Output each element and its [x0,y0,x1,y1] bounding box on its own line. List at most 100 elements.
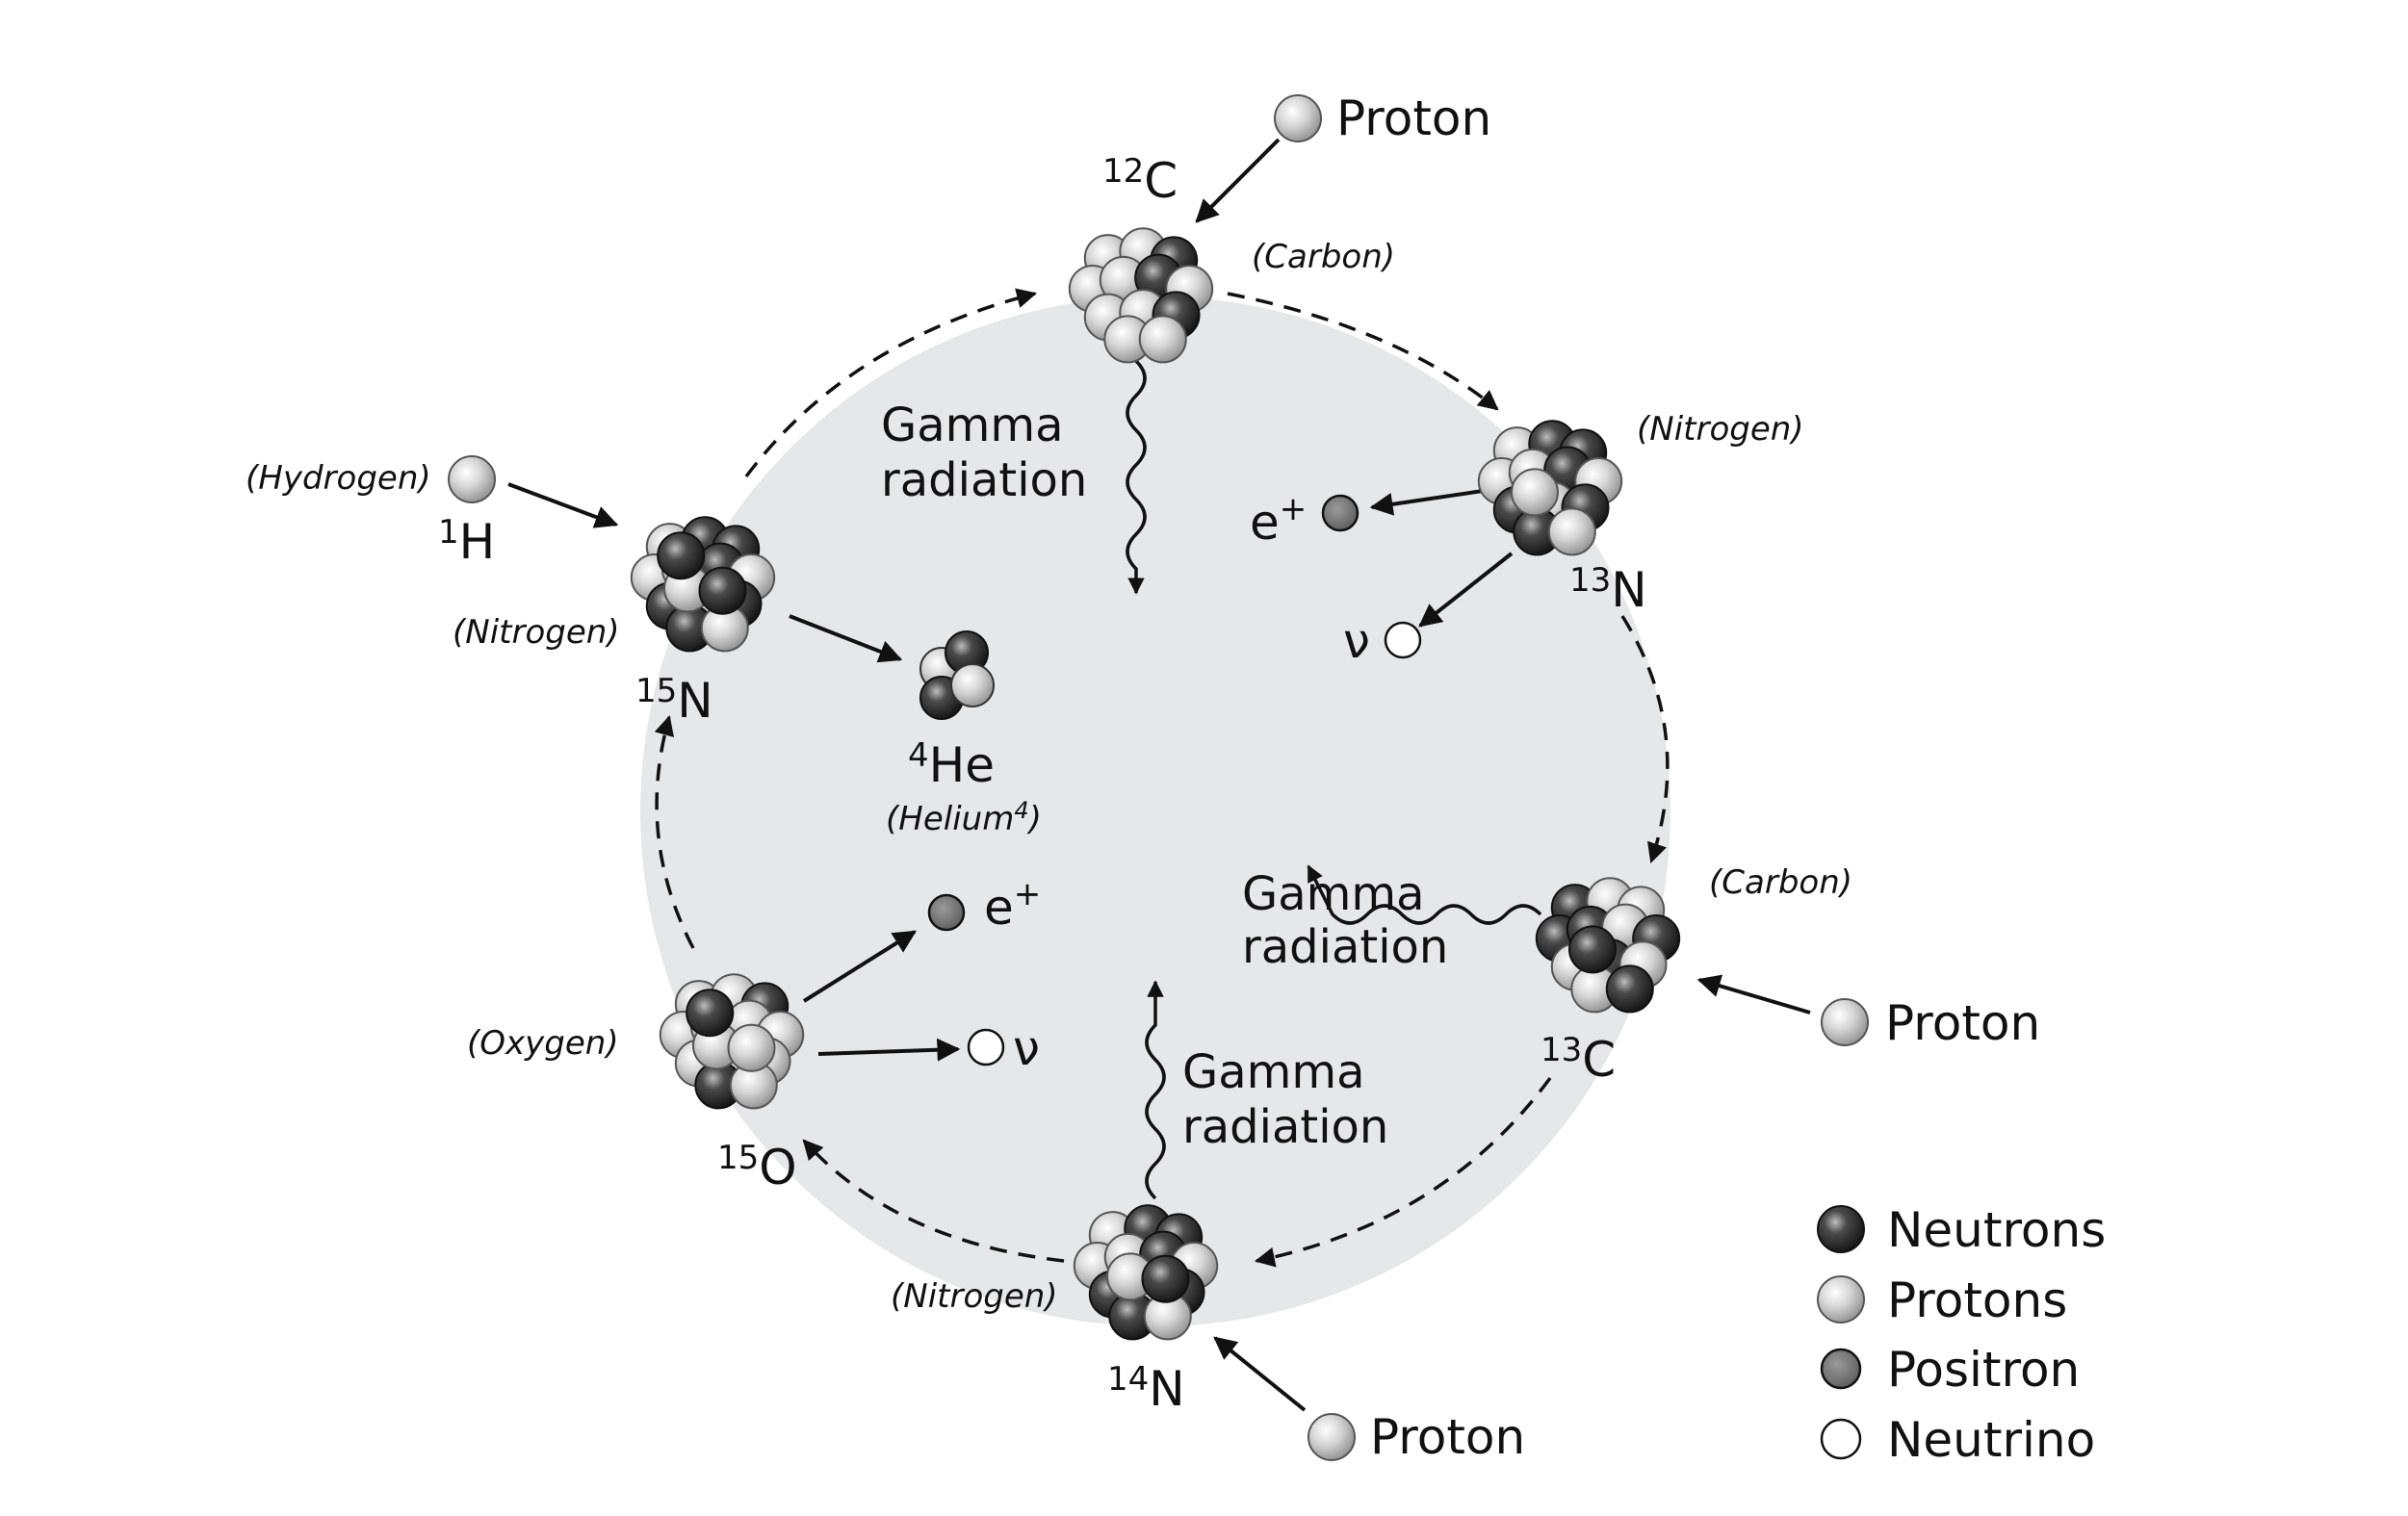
he4-mass: 4 [908,736,929,775]
arrow-hydrogen [507,482,619,528]
nucleus-n15 [630,516,776,653]
reaction-arrows [507,138,1811,1412]
proton-sphere [1511,468,1559,517]
arrow-positron-n13 [1369,489,1484,516]
cycle-arrow-n14-to-o15 [802,1139,1065,1263]
o15-name: (Oxygen) [467,1024,619,1063]
gamma-wave-c13 [1307,864,1542,925]
proton-right-particle [1821,998,1869,1046]
c13-symbol: C [1582,1032,1616,1088]
legend-positron-swatch [1820,1348,1862,1390]
positron-n13-label: e+ [1250,490,1307,551]
n15-symbol: N [677,673,712,729]
cycle-arrow-c12-to-n13 [1227,292,1499,411]
nucleus-n14 [1073,1204,1219,1341]
n15-mass: 15 [635,672,677,710]
arrow-positron-o15 [802,930,918,1003]
legend: Neutrons Protons Positron Neutrino [1817,1202,2106,1468]
legend-neutrino-swatch [1820,1418,1862,1460]
n14-name: (Nitrogen) [891,1277,1058,1316]
proton-bottom-particle [1308,1413,1356,1461]
h1-label: 1H [438,513,495,570]
proton-top-label: Proton [1336,90,1491,146]
c13-name: (Carbon) [1709,863,1852,902]
c12-mass: 12 [1102,152,1144,191]
neutron-sphere [1605,964,1654,1014]
nucleus-he4 [919,630,995,720]
positron-o15-label: e+ [984,875,1041,936]
arrow-helium-out [789,614,903,663]
o15-label: 15O [717,1139,797,1195]
gamma-right-line1: Gamma [1242,867,1425,921]
neutrino-n13-particle [1384,621,1422,659]
h1-symbol: H [459,514,496,570]
neutron-sphere [1141,1254,1190,1303]
cycle-arrow-n15-to-c12 [744,288,1038,478]
nucleus-c12 [1068,227,1214,364]
neutron-sphere [1568,925,1617,974]
n15-name: (Nitrogen) [453,613,620,652]
neutrino-o15-particle [967,1028,1005,1066]
arrow-neutrino-n13 [1418,552,1514,628]
proton-right-label: Proton [1885,995,2040,1051]
gamma-wave-c12 [1126,359,1147,595]
he4-name: (Helium4) [886,797,1042,838]
neutrino-n13-label: ν [1343,613,1370,669]
n13-symbol: N [1611,562,1646,618]
arrow-proton-top [1195,138,1281,223]
o15-symbol: O [759,1140,796,1195]
n13-name: (Nitrogen) [1637,410,1804,449]
legend-neutron-label: Neutrons [1887,1202,2106,1258]
positron-o15-particle [927,893,966,932]
c12-symbol: C [1144,153,1178,209]
h1-name: (Hydrogen) [246,459,431,498]
n15-label: 15N [635,672,713,729]
legend-positron-label: Positron [1887,1342,2080,1398]
gamma-top-line2: radiation [881,453,1087,507]
proton-sphere [727,1023,776,1072]
hydrogen-particle [448,455,496,503]
n14-mass: 14 [1107,1360,1149,1399]
nucleus-o15 [659,973,805,1110]
cycle-arrow-n13-to-c13 [1620,615,1670,863]
neutron-sphere [686,989,735,1038]
cycle-arrow-o15-to-n15 [654,714,695,949]
gamma-bottom-line2: radiation [1182,1100,1388,1154]
n13-label: 13N [1569,561,1647,618]
cycle-background [640,296,1670,1326]
gamma-waves [1126,359,1542,1200]
c12-label: 12C [1102,152,1178,209]
he4-label: 4He [908,736,995,793]
legend-neutron-swatch [1817,1205,1865,1253]
legend-proton-swatch [1817,1275,1865,1323]
gamma-top-line1: Gamma [881,398,1064,452]
o15-mass: 15 [717,1139,759,1177]
positron-n13-particle [1321,494,1359,532]
arrow-proton-bottom [1213,1336,1307,1412]
proton-top-particle [1274,94,1322,142]
n14-label: 14N [1107,1360,1185,1417]
neutron-sphere [657,531,706,580]
n13-mass: 13 [1569,561,1611,600]
c13-mass: 13 [1541,1031,1582,1069]
arrow-neutrino-o15 [817,1038,961,1062]
proton-sphere [1547,507,1596,556]
c13-label: 13C [1541,1031,1616,1088]
neutrino-o15-label: ν [1013,1020,1040,1076]
c12-name: (Carbon) [1252,238,1395,276]
proton-bottom-label: Proton [1370,1409,1525,1465]
gamma-wave-n14 [1145,980,1166,1200]
h1-mass: 1 [438,513,459,552]
he4-symbol: He [929,737,995,793]
arrow-proton-right [1696,974,1811,1015]
nucleus-n13 [1477,420,1623,556]
nucleus-c13 [1535,877,1681,1014]
proton-sphere [1138,315,1187,364]
gamma-right-line2: radiation [1242,920,1448,974]
n14-symbol: N [1149,1361,1184,1417]
legend-proton-label: Protons [1887,1272,2067,1328]
legend-neutrino-label: Neutrino [1887,1412,2095,1468]
neutron-sphere [698,566,747,615]
cycle-arrows [654,288,1670,1268]
